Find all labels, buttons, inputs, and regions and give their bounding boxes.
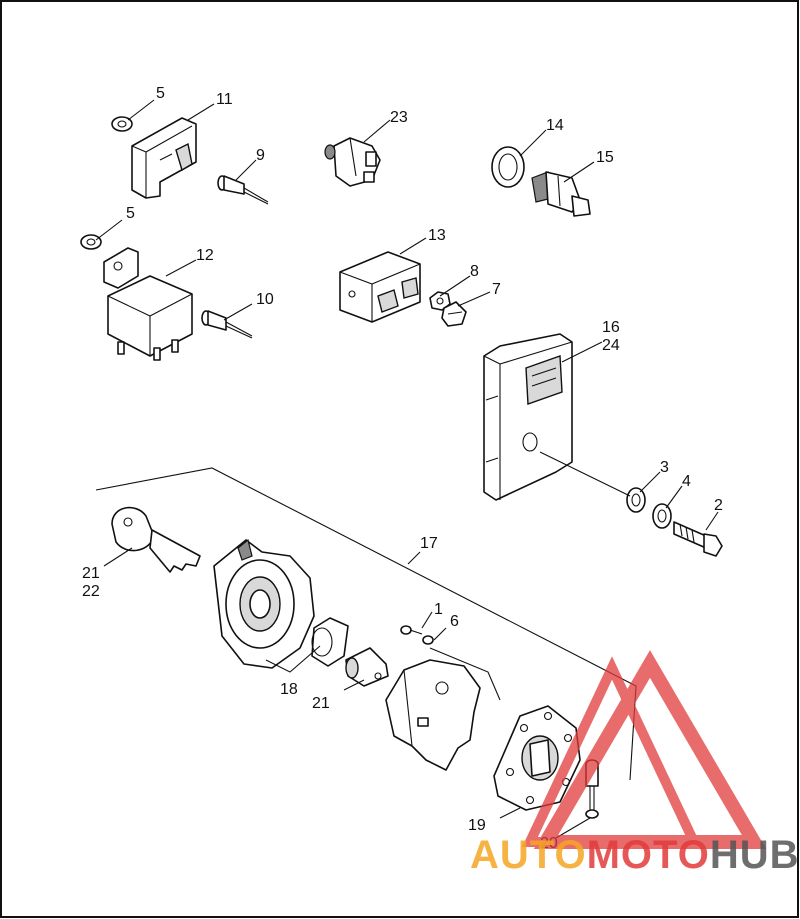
- watermark-logo: [522, 650, 767, 849]
- callout-23: 23: [390, 109, 408, 126]
- callout-12: 12: [196, 247, 214, 264]
- part-washer-4: [652, 503, 672, 529]
- part-sender-15: [531, 171, 591, 217]
- callout-22: 22: [82, 583, 100, 600]
- watermark-triangle-inner: [522, 656, 702, 847]
- svg-text:AUTOMOTOHUB: AUTOMOTOHUB: [470, 833, 800, 877]
- watermark-text-auto: AUTO: [470, 833, 587, 877]
- part-relay-12: [103, 247, 193, 361]
- callout-5-lower: 5: [126, 205, 135, 222]
- part-key-21: [111, 506, 201, 573]
- callout-11: 11: [216, 91, 233, 108]
- part-lock-cylinder-18: [311, 617, 349, 667]
- part-bolt-2: [673, 521, 723, 557]
- callout-1: 1: [434, 601, 443, 618]
- part-washer-3: [626, 487, 646, 513]
- watermark-text-moto: MOTO: [587, 833, 710, 877]
- callout-21-lower: 21: [312, 695, 330, 712]
- callout-13: 13: [428, 227, 446, 244]
- watermark-text: AUTOMOTOHUB: [470, 833, 800, 877]
- part-switch-23: [324, 137, 381, 187]
- part-nut-8: [429, 291, 451, 311]
- part-nut-7: [441, 301, 467, 327]
- callout-14: 14: [546, 117, 564, 134]
- callout-24: 24: [602, 337, 620, 354]
- callout-10: 10: [256, 291, 274, 308]
- leader-lines: [95, 99, 719, 839]
- callout-21-key: 21: [82, 565, 100, 582]
- callout-9: 9: [256, 147, 265, 164]
- callout-16: 16: [602, 319, 620, 336]
- part-cylinder-21-lower: [345, 647, 389, 687]
- part-module-16-24: [483, 333, 573, 501]
- callout-7: 7: [492, 281, 501, 298]
- part-washer-14: [491, 146, 525, 188]
- callout-4: 4: [682, 473, 691, 490]
- part-washer-5-lower: [80, 234, 102, 250]
- callout-5-top: 5: [156, 85, 165, 102]
- part-cover-plate: [385, 659, 481, 771]
- callout-6: 6: [450, 613, 459, 630]
- callout-18: 18: [280, 681, 298, 698]
- part-rivet-10: [201, 310, 253, 339]
- part-ignition-housing-17: [213, 538, 315, 669]
- part-rivet-9: [217, 175, 269, 205]
- part-screw-1: [400, 625, 423, 635]
- part-washer-5-top: [111, 116, 133, 132]
- callout-3: 3: [660, 459, 669, 476]
- callout-17: 17: [420, 535, 438, 552]
- callout-15: 15: [596, 149, 614, 166]
- callout-19: 19: [468, 817, 486, 834]
- part-washer-6: [422, 635, 434, 645]
- part-circuit-breaker-13: [339, 251, 421, 323]
- part-bracket-11: [131, 117, 197, 199]
- watermark-text-hub: HUB: [710, 833, 800, 877]
- callout-8: 8: [470, 263, 479, 280]
- callout-2: 2: [714, 497, 723, 514]
